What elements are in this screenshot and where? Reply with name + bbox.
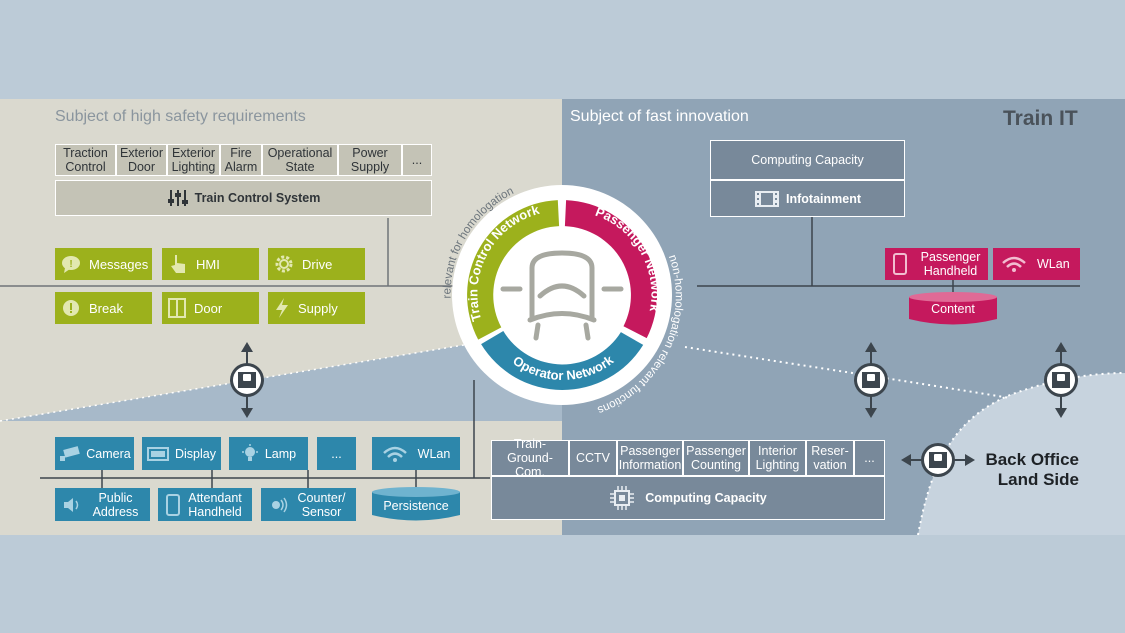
passenger-handheld-box: Passenger Handheld [885, 248, 988, 280]
safety-function-box: Fire Alarm [220, 144, 262, 176]
hand-pointer-icon [168, 253, 188, 275]
speaker-icon [62, 496, 82, 514]
film-icon [754, 189, 780, 209]
persistence-database [372, 487, 460, 521]
camera-icon [58, 445, 81, 462]
infotainment-label: Infotainment [786, 191, 861, 206]
passenger-network-segment [564, 200, 658, 339]
operator-function-box: Interior Lighting [749, 440, 806, 476]
safety-function-box: Power Supply [338, 144, 402, 176]
operator-device: Attendant Handheld [158, 488, 252, 521]
page-title: Train IT [1003, 107, 1078, 130]
operator-network-segment [481, 331, 644, 390]
control-module-label: Drive [302, 256, 333, 272]
message-icon: ! [61, 255, 81, 273]
safety-function-box: Exterior Lighting [167, 144, 220, 176]
security-gateway-icon [854, 342, 888, 418]
operator-computing-capacity-label: Computing Capacity [645, 491, 767, 505]
safety-function-box: ... [402, 144, 432, 176]
control-module-label: Messages [89, 256, 149, 272]
chip-icon [609, 485, 635, 511]
operator-function-box: ... [854, 440, 885, 476]
security-gateway-icon [230, 342, 264, 418]
safety-function-box: Operational State [262, 144, 338, 176]
operator-device: WLan [372, 437, 460, 470]
back-office-zone [918, 373, 1125, 535]
door-icon [168, 298, 186, 318]
handheld-icon [166, 493, 180, 516]
operator-device-label: Camera [86, 446, 131, 461]
display-icon [147, 446, 169, 461]
operator-device-label: Display [175, 446, 216, 461]
operator-device-label: Attendant Handheld [188, 490, 242, 519]
operator-device-label: Counter/ Sensor [297, 490, 346, 519]
sensor-icon [269, 496, 289, 514]
operator-function-box: CCTV [569, 440, 617, 476]
security-gateway-icon [901, 443, 975, 477]
operator-device: ... [317, 437, 356, 470]
train-control-system-label: Train Control System [194, 191, 321, 205]
control-module: Break [55, 292, 152, 324]
passenger-handheld-label: Passenger Handheld [920, 250, 981, 278]
content-label: Content [931, 302, 975, 316]
operator-device: Lamp [229, 437, 308, 470]
train-front-icon [500, 250, 624, 341]
svg-text:!: ! [69, 259, 72, 270]
operator-function-box: Passenger Counting [683, 440, 749, 476]
back-office-label: Back Office Land Side [985, 450, 1079, 489]
sliders-icon [167, 188, 189, 208]
innovation-zone-header: Subject of fast innovation [570, 108, 749, 125]
operator-function-box: Reser-vation [806, 440, 854, 476]
operator-device-label: Public Address [92, 490, 139, 519]
lamp-icon [241, 443, 259, 464]
warning-icon [61, 298, 81, 318]
safety-function-box: Exterior Door [116, 144, 167, 176]
persistence-label: Persistence [383, 499, 449, 513]
passenger-wlan-box: WLan [993, 248, 1080, 280]
control-module-label: Supply [298, 300, 338, 316]
control-module: HMI [162, 248, 259, 280]
lightning-icon [274, 297, 290, 319]
operator-device: Camera [55, 437, 134, 470]
control-module-label: Break [89, 300, 123, 316]
handheld-icon [893, 253, 907, 275]
train-control-system-bar: Train Control System [55, 180, 432, 216]
train-control-network-segment [467, 200, 560, 340]
control-module: Supply [268, 292, 365, 324]
control-module: ! Messages [55, 248, 152, 280]
wifi-icon [382, 445, 408, 463]
infotainment-box: Infotainment [710, 180, 905, 217]
operator-computing-capacity: Computing Capacity [491, 476, 885, 520]
safety-function-box: Traction Control [55, 144, 116, 176]
passenger-wlan-label: WLan [1037, 257, 1070, 271]
operator-device: Display [142, 437, 221, 470]
operator-device: Public Address [55, 488, 150, 521]
control-module-label: Door [194, 300, 223, 316]
operator-function-box: Passenger Information [617, 440, 683, 476]
control-module: Door [162, 292, 259, 324]
passenger-computing-capacity: Computing Capacity [710, 140, 905, 180]
operator-device: Counter/ Sensor [261, 488, 356, 521]
operator-device-label: ... [331, 446, 342, 461]
control-module-label: HMI [196, 256, 220, 272]
control-module: Drive [268, 248, 365, 280]
operator-device-label: WLan [417, 446, 451, 461]
operator-function-box: Train-Ground-Com. [491, 437, 569, 479]
wifi-icon [1001, 255, 1027, 273]
safety-zone-header: Subject of high safety requirements [55, 108, 306, 125]
operator-device-label: Lamp [264, 446, 297, 461]
gear-icon [274, 254, 294, 274]
content-database [909, 292, 997, 325]
security-gateway-icon [1044, 342, 1078, 418]
